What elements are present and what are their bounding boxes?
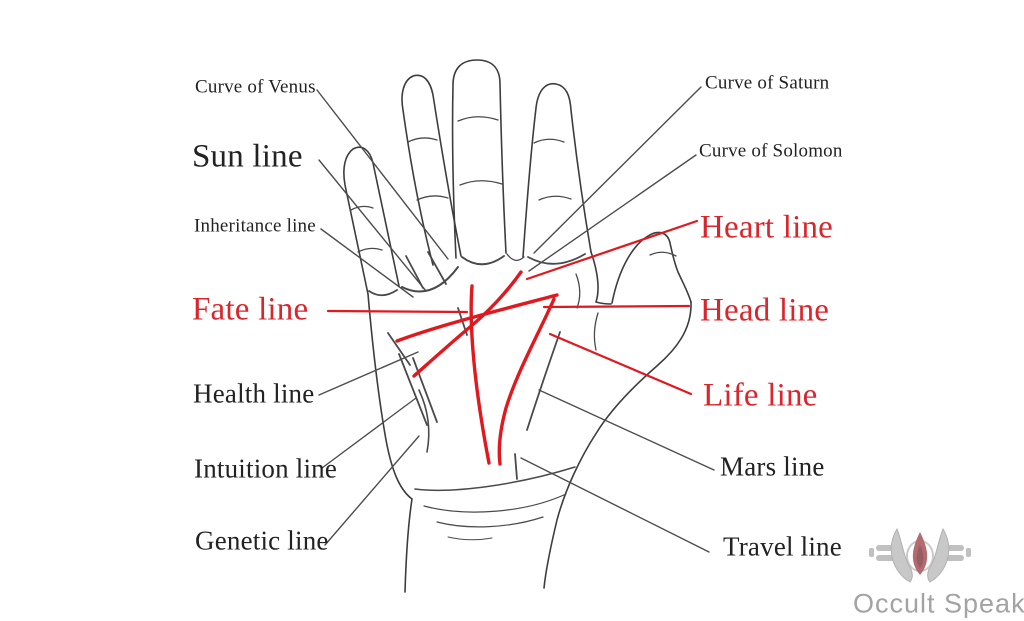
label-curve-of-solomon: Curve of Solomon	[699, 140, 843, 162]
label-curve-of-saturn: Curve of Saturn	[705, 72, 830, 94]
leader-life-line	[548, 332, 693, 396]
lotus-flame-logo	[869, 527, 971, 583]
leader-lines-red	[326, 219, 699, 396]
pinky-finger	[343, 146, 400, 295]
leader-sun-line	[318, 159, 427, 292]
hand-outline	[343, 59, 692, 593]
life-line-stroke	[497, 297, 556, 466]
label-life-line: Life line	[703, 377, 818, 414]
middle-finger	[451, 59, 507, 259]
head-line-stroke	[395, 293, 559, 343]
label-travel-line: Travel line	[723, 531, 842, 562]
leader-inheritance	[320, 228, 414, 298]
leader-health-line	[318, 351, 419, 396]
leader-fate-line	[326, 309, 469, 314]
heart-line-stroke	[412, 270, 523, 378]
fate-line-stroke	[469, 284, 491, 465]
label-fate-line: Fate line	[192, 291, 309, 328]
leader-mars-line	[538, 389, 715, 471]
leader-curve-of-venus	[316, 89, 449, 260]
label-health-line: Health line	[193, 378, 315, 409]
leader-intuition-line	[321, 397, 417, 469]
label-head-line: Head line	[700, 292, 830, 329]
thumb	[611, 231, 692, 304]
label-curve-of-venus: Curve of Venus	[195, 76, 316, 98]
ring-finger	[401, 74, 462, 266]
leader-genetic-line	[324, 435, 420, 546]
leader-curve-of-solomon	[528, 154, 697, 272]
leader-head-line	[542, 304, 691, 309]
leader-travel-line	[520, 457, 710, 553]
palm-lines-red	[395, 270, 559, 466]
label-mars-line: Mars line	[720, 451, 825, 482]
leader-lines-black	[316, 86, 715, 553]
watermark-brand: Occult Speak	[853, 588, 1024, 619]
label-inheritance-line: Inheritance line	[194, 215, 316, 237]
label-sun-line: Sun line	[192, 138, 303, 175]
label-intuition-line: Intuition line	[194, 453, 338, 484]
palm-creases-black	[350, 116, 677, 541]
leader-heart-line	[525, 219, 699, 281]
index-finger	[522, 82, 592, 258]
label-heart-line: Heart line	[700, 209, 834, 246]
label-genetic-line: Genetic line	[195, 525, 329, 556]
leader-curve-of-saturn	[533, 86, 702, 254]
